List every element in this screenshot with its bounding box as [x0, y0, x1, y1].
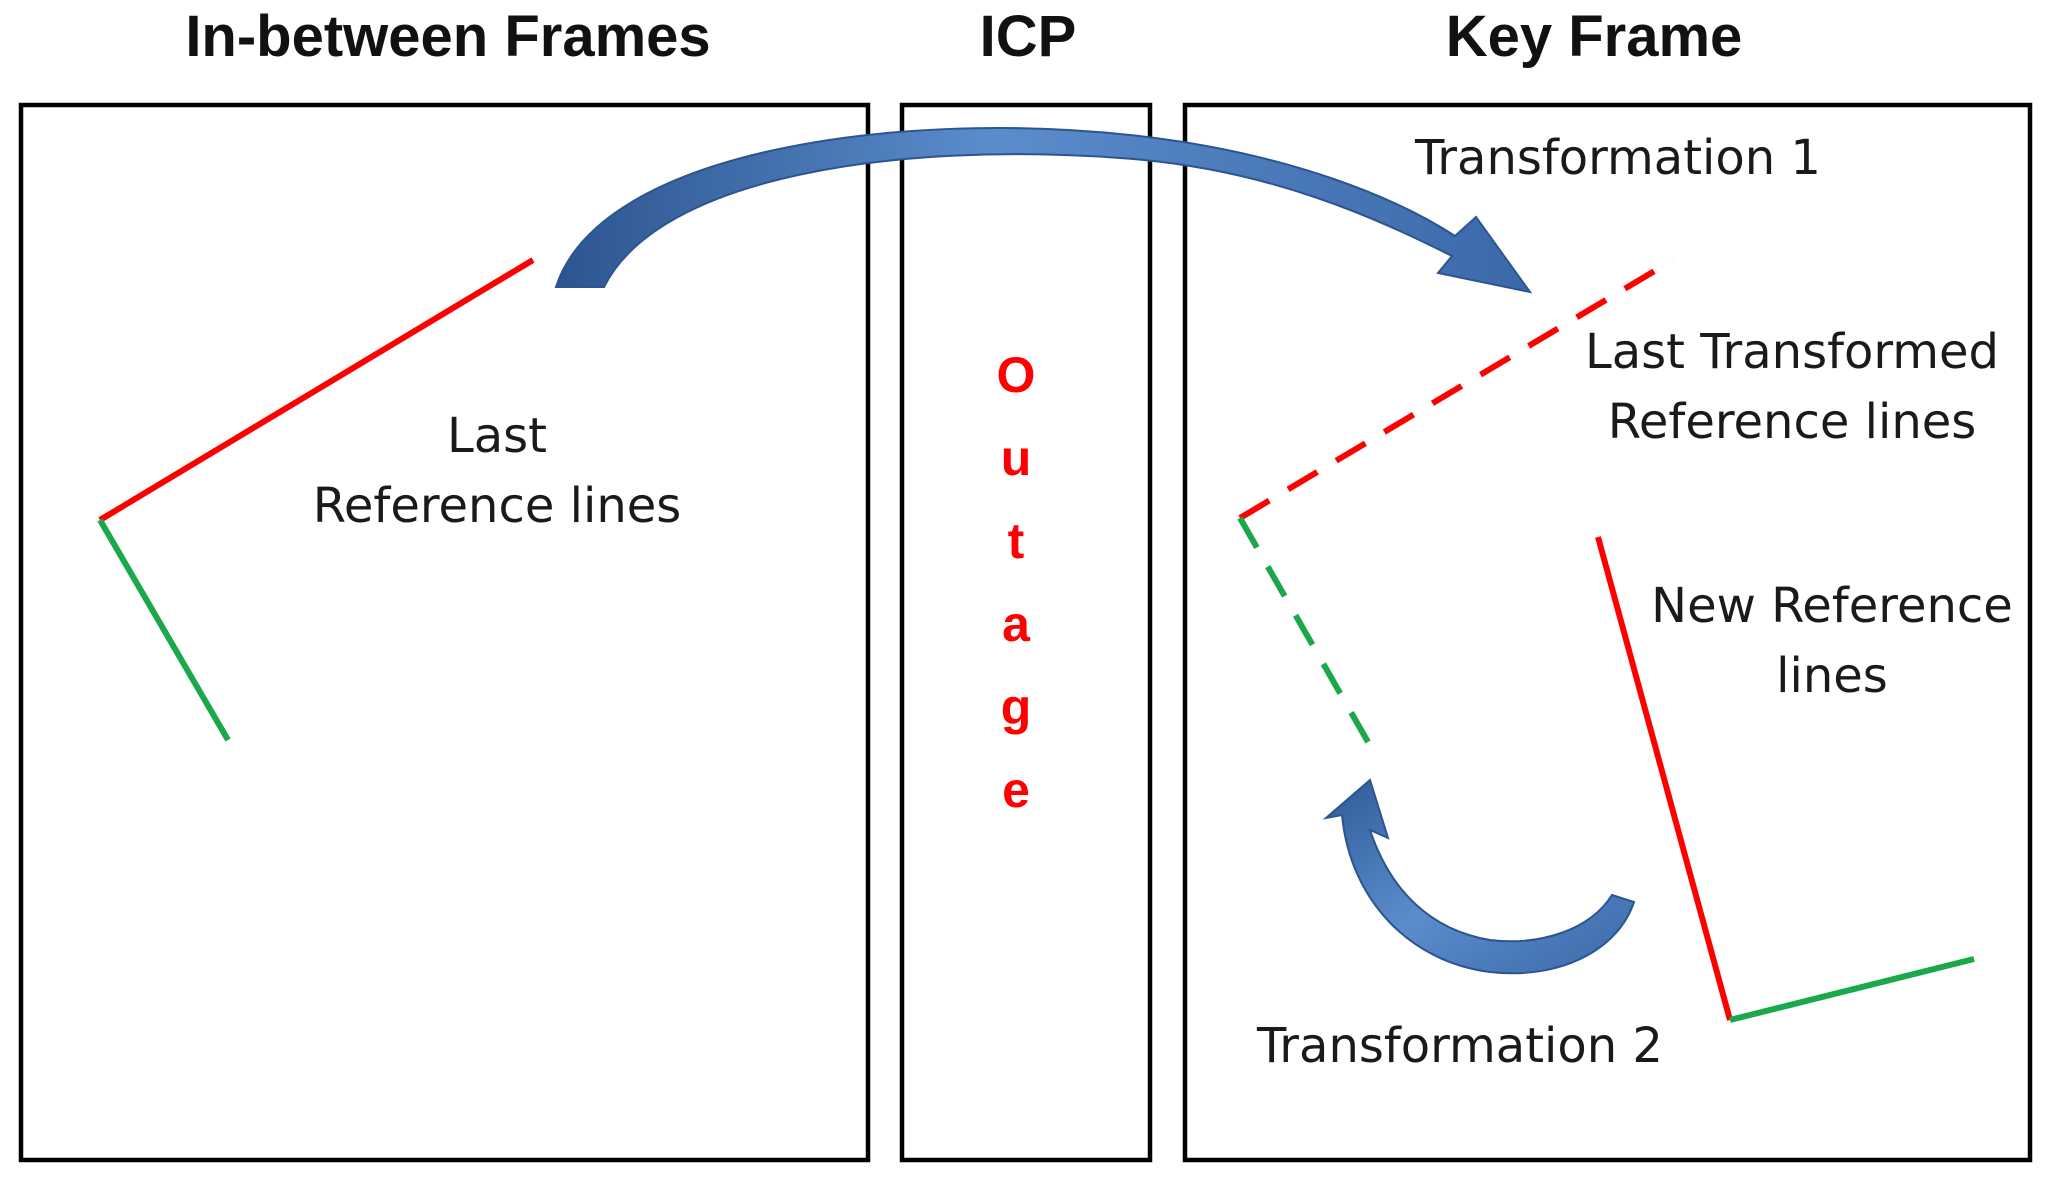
last-transformed-line-red-dashed [1238, 257, 1675, 521]
last-reference-line-red [98, 257, 535, 523]
outage-letter: g [1001, 679, 1032, 735]
last-reference-line-green [97, 518, 231, 742]
key-frame-panel [1182, 102, 2033, 1163]
outage-letter: e [1002, 762, 1030, 818]
outage-letter: O [997, 347, 1036, 403]
new-reference-label-line2: lines [1776, 648, 1888, 704]
outage-letter: u [1001, 430, 1032, 486]
outage-label: O u t a g e [997, 347, 1036, 818]
last-transformed-label-line2: Reference lines [1608, 394, 1977, 450]
transformation2-label: Transformation 2 [1256, 1018, 1663, 1074]
new-reference-label-line1: New Reference [1651, 578, 2013, 634]
outage-letter: t [1008, 513, 1025, 569]
last-transformed-label-line1: Last Transformed [1585, 324, 1999, 380]
heading-in-between-frames: In-between Frames [185, 4, 710, 69]
in-between-frames-panel [18, 102, 871, 1163]
new-reference-line-green [1729, 956, 1975, 1023]
transformation1-label: Transformation 1 [1414, 130, 1821, 186]
transformation2-arrow-icon [1322, 778, 1636, 975]
last-reference-label-line1: Last [447, 408, 547, 464]
heading-key-frame: Key Frame [1446, 4, 1743, 69]
last-transformed-line-green-dashed [1237, 516, 1371, 744]
new-reference-line-red [1595, 536, 1733, 1021]
icp-panel [899, 102, 1153, 1163]
heading-icp: ICP [980, 4, 1077, 69]
last-reference-label-line2: Reference lines [313, 478, 682, 534]
transformation1-arrow-icon [554, 127, 1533, 294]
outage-letter: a [1002, 596, 1031, 652]
